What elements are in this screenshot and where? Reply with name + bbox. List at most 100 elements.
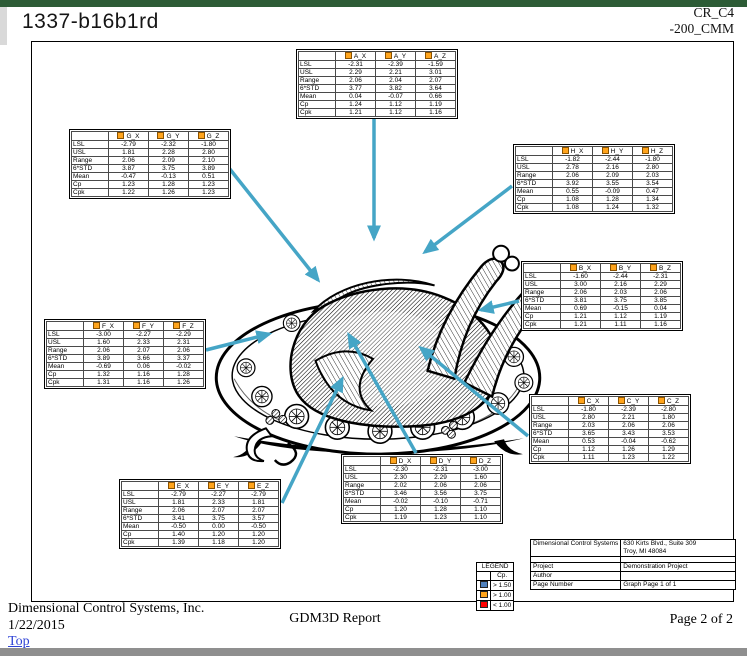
- info-address: 630 Kirts Blvd., Suite 309 Troy, MI 4808…: [620, 539, 737, 557]
- stats-value-cell: 1.08: [552, 195, 593, 204]
- stats-value-cell: 1.16: [640, 320, 681, 329]
- legend-color-cell: [476, 600, 491, 611]
- stats-value-cell: -0.07: [375, 92, 416, 101]
- stats-value-cell: 1.20: [380, 505, 421, 514]
- stats-row-label: USL: [515, 163, 553, 172]
- stats-corner-cell: [298, 51, 336, 61]
- stats-column-header: H_Z: [632, 146, 673, 156]
- stats-value-cell: -2.27: [123, 330, 164, 339]
- cp-status-square-icon: [561, 147, 569, 154]
- stats-row-label: Range: [343, 481, 381, 490]
- stats-value-cell: -0.09: [592, 187, 633, 196]
- stats-value-cell: 2.07: [198, 506, 239, 515]
- stats-value-cell: 3.55: [592, 179, 633, 188]
- report-header-right: CR_C4 -200_CMM: [669, 5, 734, 37]
- info-project-value: Demonstration Project: [620, 562, 737, 572]
- stats-row-label: Cp: [46, 370, 84, 379]
- cp-status-square-icon: [469, 457, 477, 464]
- stats-value-cell: -2.44: [592, 155, 633, 164]
- stats-value-cell: 3.37: [163, 354, 204, 363]
- stats-row-label: Mean: [46, 362, 84, 371]
- stats-value-cell: -2.31: [640, 272, 681, 281]
- stats-corner-cell: [523, 263, 561, 273]
- stats-value-cell: 1.10: [460, 513, 501, 522]
- stats-value-cell: 1.28: [163, 370, 204, 379]
- stats-value-cell: -1.80: [188, 140, 229, 149]
- cp-status-square-icon: [133, 322, 141, 329]
- stats-value-cell: 1.12: [375, 108, 416, 117]
- stats-value-cell: 3.56: [420, 489, 461, 498]
- report-frame: [31, 41, 734, 602]
- cp-status-square-icon: [657, 397, 665, 404]
- stats-row-label: LSL: [531, 405, 569, 414]
- stats-row-label: 6*STD: [298, 84, 336, 93]
- stats-row-label: USL: [298, 68, 336, 77]
- footer-company: Dimensional Control Systems, Inc.: [8, 601, 205, 616]
- stats-value-cell: 1.16: [123, 378, 164, 387]
- stats-value-cell: 2.16: [592, 163, 633, 172]
- stats-value-cell: 2.09: [592, 171, 633, 180]
- stats-value-cell: 1.20: [238, 538, 279, 547]
- stats-value-cell: 1.19: [415, 100, 456, 109]
- stats-value-cell: -2.79: [108, 140, 149, 149]
- stats-value-cell: 2.06: [163, 346, 204, 355]
- stats-value-cell: 1.32: [632, 203, 673, 212]
- stats-value-cell: -2.31: [335, 60, 376, 69]
- stats-column-header: A_Y: [375, 51, 416, 61]
- stats-row-label: Cp: [298, 100, 336, 109]
- info-company: Dimensional Control Systems: [529, 539, 622, 557]
- stats-value-cell: -1.80: [568, 405, 609, 414]
- stats-value-cell: 2.06: [460, 481, 501, 490]
- stats-value-cell: 1.39: [158, 538, 199, 547]
- stats-column-header: D_Z: [460, 456, 501, 466]
- stats-row-label: USL: [523, 280, 561, 289]
- stats-value-cell: -1.60: [560, 272, 601, 281]
- legend-color-cell: [476, 590, 491, 601]
- stats-value-cell: 2.06: [108, 156, 149, 165]
- stats-value-cell: 1.29: [648, 445, 689, 454]
- stats-row-label: 6*STD: [343, 489, 381, 498]
- legend-threshold-label: > 1.00: [489, 590, 515, 601]
- stats-value-cell: -2.79: [238, 490, 279, 499]
- stats-value-cell: 1.21: [335, 108, 376, 117]
- stats-value-cell: 1.10: [460, 505, 501, 514]
- stats-value-cell: 1.24: [592, 203, 633, 212]
- stats-row-label: Range: [121, 506, 159, 515]
- info-project-label: Project: [529, 562, 622, 572]
- stats-corner-cell: [515, 146, 553, 156]
- stats-value-cell: 2.21: [608, 413, 649, 422]
- stats-value-cell: 1.40: [158, 530, 199, 539]
- stats-value-cell: 1.23: [608, 453, 649, 462]
- stats-value-cell: 0.47: [632, 187, 673, 196]
- stats-value-cell: -2.80: [648, 405, 689, 414]
- stats-row-label: Cpk: [121, 538, 159, 547]
- top-link[interactable]: Top: [8, 634, 30, 649]
- stats-value-cell: 3.41: [158, 514, 199, 523]
- stats-value-cell: -0.71: [460, 497, 501, 506]
- stats-value-cell: 2.06: [648, 421, 689, 430]
- stats-value-cell: 1.19: [640, 312, 681, 321]
- stats-value-cell: 1.60: [83, 338, 124, 347]
- stats-value-cell: -1.82: [552, 155, 593, 164]
- stats-value-cell: 0.69: [560, 304, 601, 313]
- stats-value-cell: 2.03: [632, 171, 673, 180]
- info-address-line2: Troy, MI 48084: [623, 548, 667, 555]
- cp-status-square-icon: [641, 147, 649, 154]
- stats-value-cell: 0.04: [640, 304, 681, 313]
- stats-value-cell: 3.54: [632, 179, 673, 188]
- stats-value-cell: 1.08: [552, 203, 593, 212]
- cp-status-square-icon: [384, 52, 392, 59]
- info-author-label: Author: [529, 571, 622, 581]
- stats-value-cell: 2.06: [608, 421, 649, 430]
- stats-row-label: Cp: [531, 445, 569, 454]
- cp-status-square-icon: [569, 264, 577, 271]
- stats-value-cell: 3.75: [600, 296, 641, 305]
- stats-column-header: B_X: [560, 263, 601, 273]
- stats-value-cell: 1.16: [415, 108, 456, 117]
- stats-value-cell: 1.21: [560, 320, 601, 329]
